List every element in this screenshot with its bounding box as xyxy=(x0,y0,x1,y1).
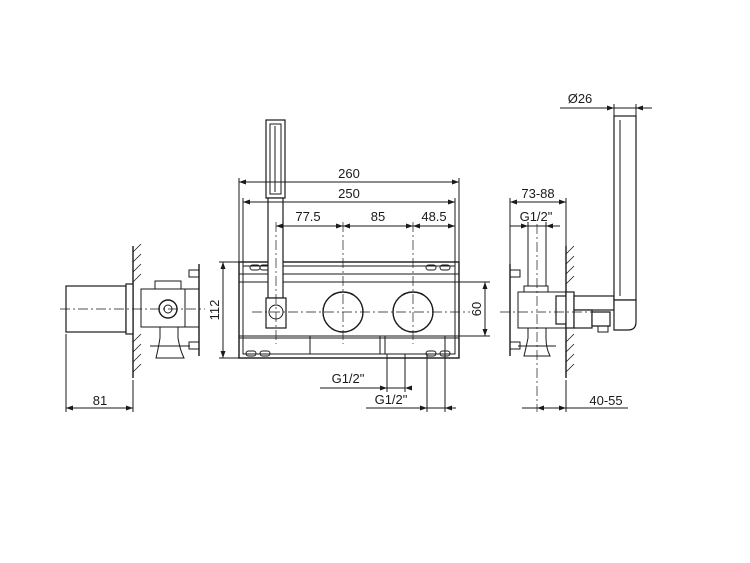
dim-depth-left: 81 xyxy=(93,393,107,408)
left-side-view: 81 xyxy=(60,243,205,412)
dim-connection-top: G1/2" xyxy=(520,209,553,224)
dim-inner-height: 60 xyxy=(469,302,484,316)
handshower-side xyxy=(613,115,637,331)
dim-adjustable-depth: 73-88 xyxy=(521,186,554,201)
front-view: 260 250 77.5 85 48.5 112 60 xyxy=(207,119,490,412)
dim-spacing-middle: 85 xyxy=(371,209,385,224)
dim-handshower-diameter: Ø26 xyxy=(568,91,593,106)
dim-overall-width: 260 xyxy=(338,166,360,181)
right-side-view: Ø26 73-88 G1/2" 40-55 xyxy=(500,91,652,412)
dim-height: 112 xyxy=(207,300,222,321)
dim-spacing-left: 77.5 xyxy=(295,209,320,224)
right-wall-hatching xyxy=(565,245,575,373)
dim-spacing-right: 48.5 xyxy=(421,209,446,224)
dim-wall-offset: 40-55 xyxy=(589,393,622,408)
dim-connection-bottom-2: G1/2" xyxy=(375,392,408,407)
dim-connection-bottom-1: G1/2" xyxy=(332,371,365,386)
left-wall-hatching xyxy=(132,243,142,373)
dim-inner-width: 250 xyxy=(338,186,360,201)
